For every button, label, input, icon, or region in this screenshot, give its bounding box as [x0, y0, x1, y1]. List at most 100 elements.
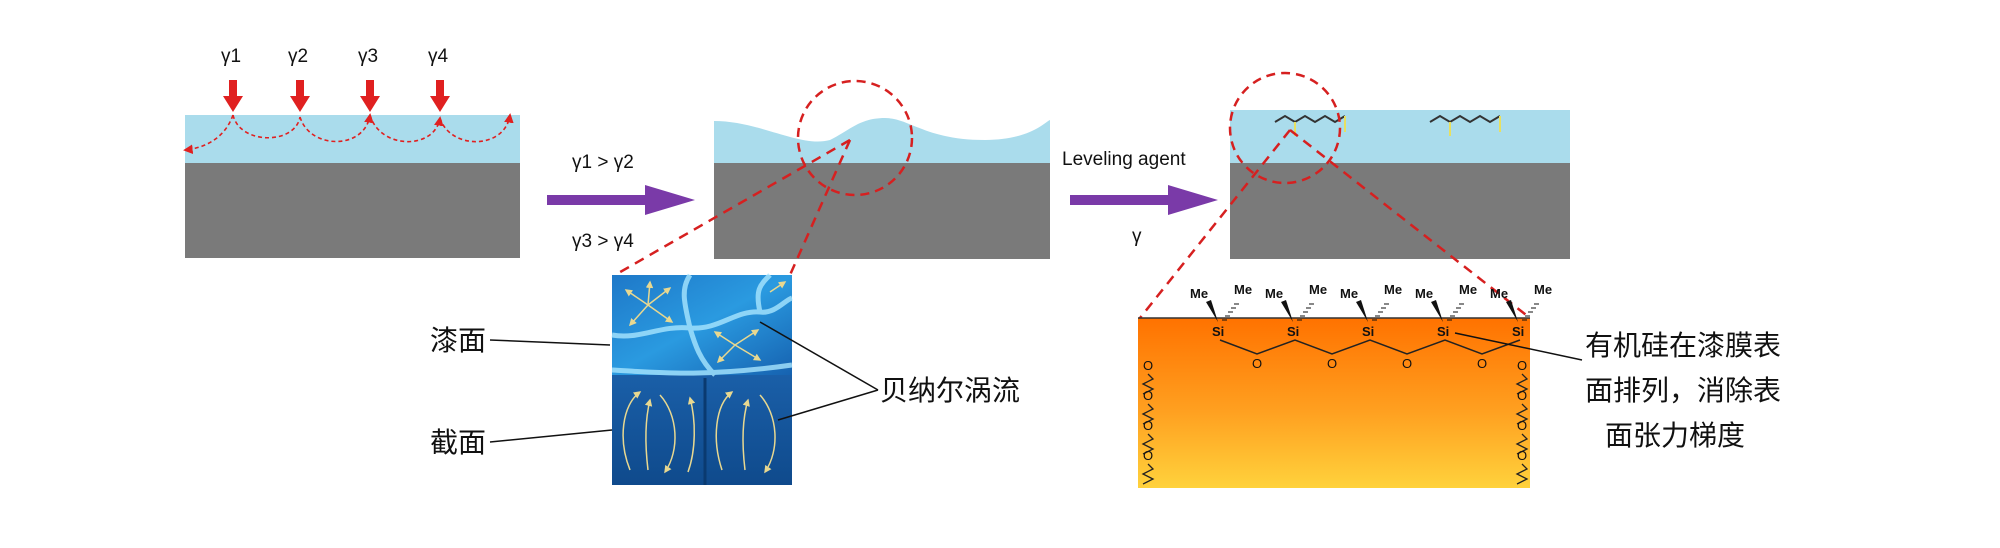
section-label: 截面 — [430, 426, 486, 459]
vortex-arc — [687, 396, 696, 473]
wedge-bond — [1431, 300, 1443, 322]
chain-oxygen: O — [1517, 418, 1527, 433]
chain-bond — [1515, 403, 1529, 425]
tension-label: γ1 — [221, 46, 241, 67]
oxygen-atom: O — [1327, 356, 1337, 371]
oxygen-atom: O — [1402, 356, 1412, 371]
methyl-group: Me — [1265, 286, 1283, 301]
chain-bond — [1141, 403, 1155, 425]
surface-molecule — [1429, 114, 1501, 124]
zoom-connectors-right — [1139, 129, 1531, 319]
flow-arc — [183, 114, 234, 155]
cell-arrow — [647, 287, 672, 306]
methyl-group: Me — [1384, 282, 1402, 297]
transition2-top-label: Leveling agent — [1062, 149, 1186, 170]
chain-oxygen: O — [1143, 388, 1153, 403]
surface-leader — [489, 339, 611, 346]
silicon-atom: Si — [1287, 324, 1299, 339]
zoom-connector — [1139, 129, 1291, 319]
micro-cell-borders — [611, 273, 794, 377]
vortex-arc — [742, 398, 750, 471]
caption-line-1: 有机硅在漆膜表 — [1585, 329, 1781, 362]
chain-bond — [1141, 463, 1155, 485]
surface-label: 漆面 — [430, 324, 486, 357]
chain-oxygen: O — [1143, 418, 1153, 433]
section-leader — [489, 429, 613, 443]
silicon-atom: Si — [1362, 324, 1374, 339]
microscopy-image — [611, 273, 794, 485]
chain-oxygen: O — [1517, 358, 1527, 373]
vortex-arc — [715, 391, 734, 471]
cell-border — [611, 295, 794, 339]
methyl-group: Me — [1490, 286, 1508, 301]
vortex-label: 贝纳尔涡流 — [880, 374, 1020, 407]
methyl-group: Me — [1309, 282, 1327, 297]
tension-label: γ4 — [428, 46, 449, 67]
tension-arrow-head — [430, 96, 450, 112]
wedge-bond — [1356, 300, 1368, 322]
stage2-zoom-circle — [796, 79, 914, 197]
tension-arrow-head — [290, 96, 310, 112]
chain-bond — [1141, 433, 1155, 455]
microscopy-annotations: 漆面 截面 贝纳尔涡流 — [430, 321, 1020, 459]
vortex-leader — [759, 321, 879, 391]
zoom-connector — [614, 138, 851, 277]
stage2-wavy-coating — [714, 118, 1050, 163]
chain-oxygen: O — [1143, 448, 1153, 463]
caption-leader — [1454, 332, 1583, 361]
zoom-connector — [788, 139, 852, 276]
tension-label: γ2 — [288, 46, 308, 67]
transition2-arrow-shaft — [1070, 195, 1170, 205]
surface-molecule — [1274, 114, 1346, 124]
tension-arrow-shaft — [296, 80, 304, 98]
chain-oxygen: O — [1517, 388, 1527, 403]
cell-arrow — [645, 280, 654, 306]
siloxane-backbone — [1219, 339, 1521, 355]
silicon-atom: Si — [1437, 324, 1449, 339]
cell-border — [611, 362, 793, 376]
silicon-atom: Si — [1212, 324, 1224, 339]
caption-line-2: 面排列，消除表 — [1585, 374, 1781, 407]
vortex-arc — [622, 391, 642, 471]
flow-arc — [232, 114, 301, 139]
transition2: Leveling agent γ — [1062, 149, 1218, 247]
tension-arrow-head — [360, 96, 380, 112]
cell-arrow — [624, 289, 649, 306]
methyl-group: Me — [1190, 286, 1208, 301]
transition1-arrow-head — [645, 185, 695, 215]
cell-arrow — [647, 304, 674, 323]
methyl-group: Me — [1415, 286, 1433, 301]
cell-arrow — [769, 281, 787, 293]
transition1-top-label: γ1 > γ2 — [572, 152, 634, 173]
caption-line-3: 面张力梯度 — [1605, 419, 1745, 452]
wedge-bond — [1281, 300, 1293, 322]
vortex-arc — [759, 394, 776, 474]
transition2-arrow-head — [1168, 185, 1218, 215]
cell-arrow — [716, 344, 736, 364]
chain-bond — [1515, 373, 1529, 395]
transition2-bottom-label: γ — [1132, 226, 1142, 247]
wedge-bond — [1206, 300, 1218, 322]
stage3-substrate — [1230, 163, 1570, 259]
stage3-panel — [1228, 71, 1570, 259]
cell-arrow — [628, 304, 649, 327]
vortex-arc — [644, 398, 653, 471]
cell-arrow — [734, 329, 760, 346]
stage1-flow-arcs — [183, 113, 514, 155]
oxygen-atom: O — [1252, 356, 1262, 371]
cell-border — [681, 273, 693, 329]
stage3-zoom-circle — [1228, 71, 1342, 185]
chain-oxygen: O — [1517, 448, 1527, 463]
stage2-substrate — [714, 163, 1050, 259]
tension-arrow-head — [223, 96, 243, 112]
stage2-panel — [714, 79, 1050, 259]
flow-arc — [299, 113, 374, 143]
methyl-group: Me — [1459, 282, 1477, 297]
molecule-background — [1138, 318, 1530, 488]
cell-arrow — [713, 331, 736, 346]
micro-section-vortices — [622, 391, 776, 474]
